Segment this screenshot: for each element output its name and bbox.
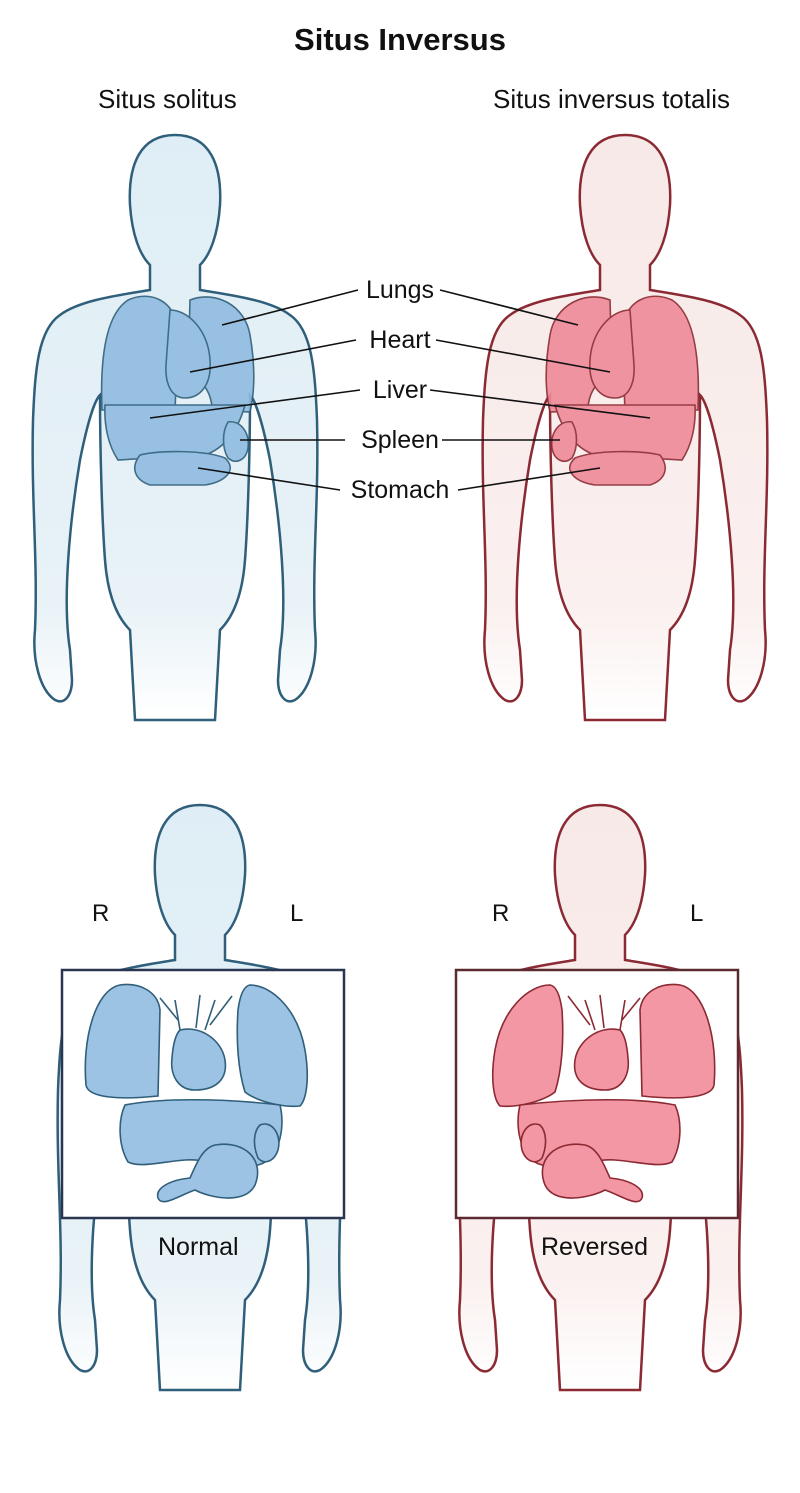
label-spleen: Spleen [361, 426, 439, 454]
caption-normal: Normal [158, 1233, 239, 1261]
top-left-organs [100, 295, 255, 486]
side-label-right-normal: R [92, 900, 110, 927]
top-right-organs [545, 295, 700, 486]
label-stomach: Stomach [350, 476, 450, 504]
side-label-right-reversed: R [492, 900, 510, 927]
heading-situs-solitus: Situs solitus [98, 84, 237, 114]
side-label-left-reversed: L [690, 900, 704, 927]
page-title: Situs Inversus [294, 22, 506, 57]
heading-situs-inversus-totalis: Situs inversus totalis [493, 84, 730, 114]
label-heart: Heart [369, 326, 431, 354]
caption-reversed: Reversed [541, 1233, 648, 1261]
leader-lines [149, 289, 651, 491]
label-liver: Liver [372, 376, 428, 404]
side-label-left-normal: L [290, 900, 304, 927]
label-lungs: Lungs [365, 276, 435, 304]
